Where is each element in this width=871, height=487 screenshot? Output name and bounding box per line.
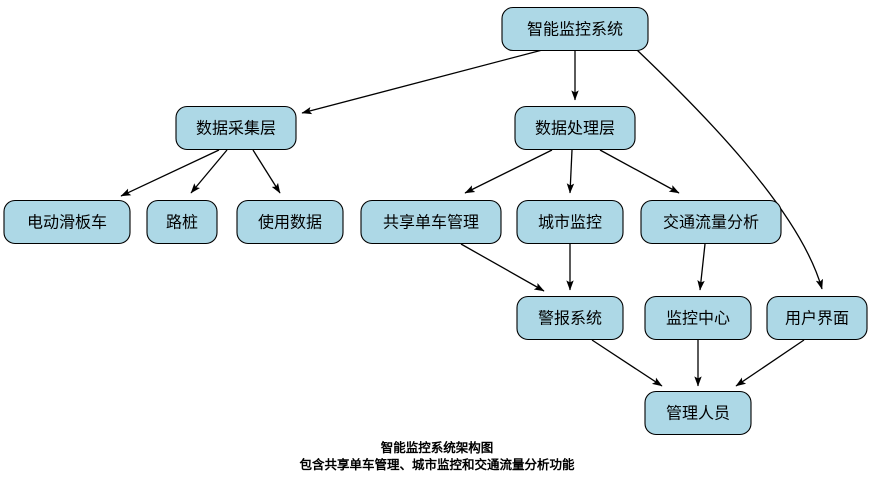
node-center[interactable]: 监控中心	[644, 295, 752, 341]
node-label-bikeshare: 共享单车管理	[383, 213, 479, 232]
node-dock[interactable]: 路桩	[146, 199, 218, 245]
edge-collect-to-dock	[190, 149, 228, 194]
edge-bikeshare-to-alarm	[460, 243, 545, 292]
node-label-process: 数据处理层	[535, 119, 615, 138]
node-shape-bikeshare	[360, 199, 502, 245]
node-admin[interactable]: 管理人员	[644, 390, 752, 436]
node-label-ui: 用户界面	[785, 309, 849, 328]
node-label-dock: 路桩	[166, 213, 198, 232]
node-shape-ui	[766, 295, 868, 341]
edge-ui-to-admin	[735, 339, 805, 387]
edge-collect-to-usage	[252, 149, 281, 194]
node-collect[interactable]: 数据采集层	[175, 105, 297, 151]
node-bikeshare[interactable]: 共享单车管理	[360, 199, 502, 245]
node-label-center: 监控中心	[666, 309, 730, 328]
edge-alarm-to-admin	[591, 339, 663, 387]
node-alarm[interactable]: 警报系统	[516, 295, 624, 341]
node-label-admin: 管理人员	[666, 404, 730, 423]
node-shape-dock	[146, 199, 218, 245]
node-scooter[interactable]: 电动滑板车	[3, 199, 131, 245]
node-shape-citymonitor	[516, 199, 624, 245]
node-process[interactable]: 数据处理层	[514, 105, 636, 151]
node-shape-root	[501, 6, 649, 52]
node-usage[interactable]: 使用数据	[236, 199, 344, 245]
node-shape-process	[514, 105, 636, 151]
edge-process-to-bikeshare	[464, 149, 553, 194]
edge-process-to-traffic	[599, 149, 680, 194]
edges-layer	[120, 47, 823, 387]
node-shape-admin	[644, 390, 752, 436]
node-label-alarm: 警报系统	[538, 309, 602, 328]
node-label-traffic: 交通流量分析	[663, 213, 759, 232]
caption-line-2: 包含共享单车管理、城市监控和交通流量分析功能	[298, 457, 575, 472]
node-shape-collect	[175, 105, 297, 151]
node-shape-usage	[236, 199, 344, 245]
edge-root-to-ui	[636, 49, 823, 290]
node-shape-alarm	[516, 295, 624, 341]
node-traffic[interactable]: 交通流量分析	[640, 199, 782, 245]
node-label-usage: 使用数据	[258, 213, 322, 232]
edge-traffic-to-center	[697, 243, 706, 291]
node-shape-traffic	[640, 199, 782, 245]
edge-collect-to-scooter	[120, 149, 220, 197]
caption-line-1: 智能监控系统架构图	[380, 440, 494, 455]
node-root[interactable]: 智能监控系统	[501, 6, 649, 52]
node-ui[interactable]: 用户界面	[766, 295, 868, 341]
node-shape-scooter	[3, 199, 131, 245]
node-citymonitor[interactable]: 城市监控	[516, 199, 624, 245]
node-shape-center	[644, 295, 752, 341]
edge-root-to-collect	[301, 47, 551, 115]
edge-process-to-citymonitor	[566, 149, 575, 194]
node-label-collect: 数据采集层	[196, 119, 276, 138]
node-label-scooter: 电动滑板车	[27, 213, 107, 232]
node-label-citymonitor: 城市监控	[538, 213, 602, 232]
node-label-root: 智能监控系统	[527, 20, 623, 39]
